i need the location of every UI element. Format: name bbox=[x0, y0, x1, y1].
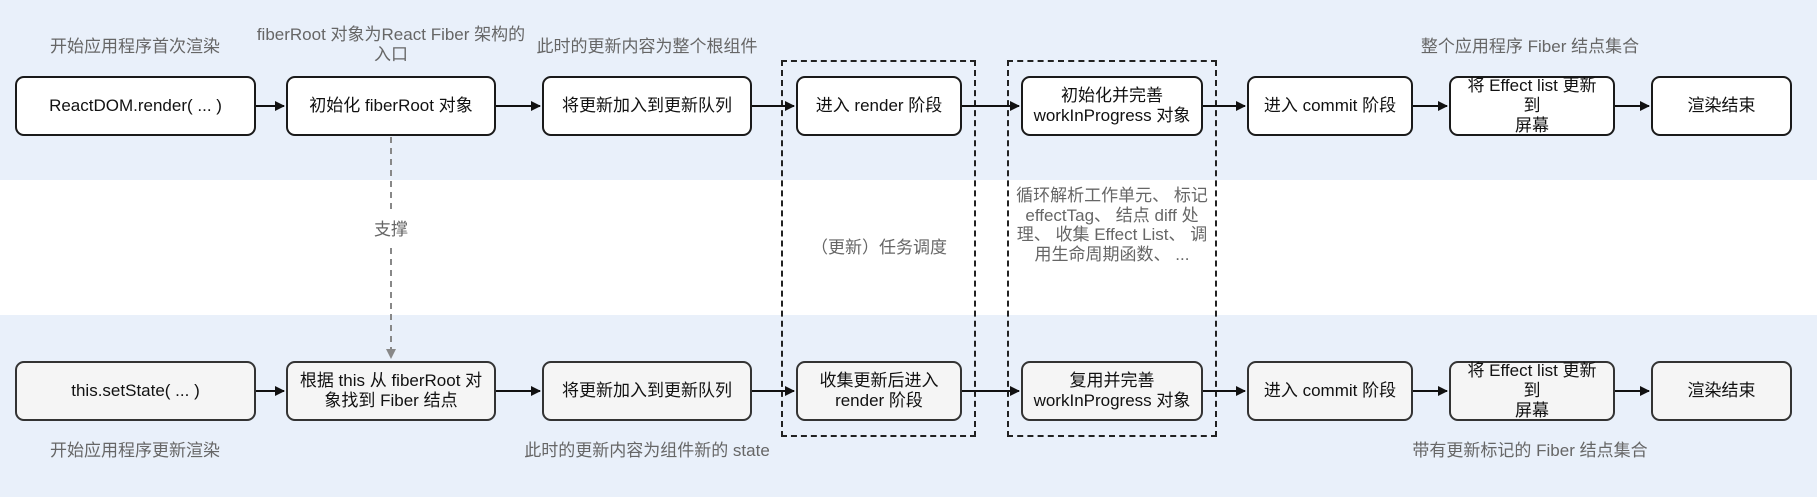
box-label: 收集更新后进入 render 阶段 bbox=[820, 371, 939, 411]
find-fiber-node-box: 根据 this 从 fiberRoot 对 象找到 Fiber 结点 bbox=[286, 361, 496, 421]
enqueue-update-box: 将更新加入到更新队列 bbox=[542, 76, 752, 136]
enter-render-box: 进入 render 阶段 bbox=[796, 76, 962, 136]
enqueue-update-box-bottom: 将更新加入到更新队列 bbox=[542, 361, 752, 421]
box-label: 复用并完善 workInProgress 对象 bbox=[1034, 371, 1191, 411]
caption-update-render: 开始应用程序更新渲染 bbox=[50, 441, 220, 460]
work-loop-line6: ... bbox=[1175, 244, 1190, 264]
box-label: ReactDOM.render( ... ) bbox=[49, 96, 222, 115]
flush-effect-list-box-bottom: 将 Effect list 更新到 屏幕 bbox=[1449, 361, 1615, 421]
render-end-box-bottom: 渲染结束 bbox=[1651, 361, 1792, 421]
setstate-box: this.setState( ... ) bbox=[15, 361, 256, 421]
enter-commit-box-bottom: 进入 commit 阶段 bbox=[1247, 361, 1413, 421]
box-label-line1: 根据 this 从 fiberRoot 对 bbox=[299, 371, 483, 390]
enter-commit-box: 进入 commit 阶段 bbox=[1247, 76, 1413, 136]
work-loop-line1: 循环解析工作单元、 bbox=[1016, 186, 1170, 205]
work-loop-line5: 调用生命周期函数、 bbox=[1034, 225, 1208, 264]
work-loop-line3: 结点 diff 处理、 bbox=[1016, 205, 1199, 245]
box-label-line2: 屏幕 bbox=[1515, 401, 1549, 420]
box-label: 进入 commit 阶段 bbox=[1263, 96, 1397, 115]
flush-effect-list-box: 将 Effect list 更新到 屏幕 bbox=[1449, 76, 1615, 136]
caption-line2: Fiber 架构的入口 bbox=[374, 25, 526, 64]
box-label: 根据 this 从 fiberRoot 对 象找到 Fiber 结点 bbox=[300, 371, 482, 411]
caption-task-scheduling: （更新）任务调度 bbox=[811, 238, 947, 257]
reactdom-render-box: ReactDOM.render( ... ) bbox=[15, 76, 256, 136]
box-label: 将更新加入到更新队列 bbox=[562, 381, 732, 400]
box-label-line1: 初始化并完善 bbox=[1060, 86, 1163, 105]
box-label: 渲染结束 bbox=[1687, 96, 1756, 115]
box-label-line2: 屏幕 bbox=[1515, 116, 1549, 135]
caption-first-render: 开始应用程序首次渲染 bbox=[50, 37, 220, 56]
caption-fiber-set: 整个应用程序 Fiber 结点集合 bbox=[1420, 37, 1640, 56]
box-label: 初始化 fiberRoot 对象 bbox=[309, 96, 473, 115]
collect-updates-render-box: 收集更新后进入 render 阶段 bbox=[796, 361, 962, 421]
box-label: this.setState( ... ) bbox=[71, 381, 200, 400]
init-fiberroot-box: 初始化 fiberRoot 对象 bbox=[286, 76, 496, 136]
box-label: 将更新加入到更新队列 bbox=[562, 96, 732, 115]
caption-line1: fiberRoot 对象为React bbox=[256, 25, 426, 44]
work-loop-line2: 标记 effectTag、 bbox=[1025, 186, 1208, 225]
reuse-workinprogress-box: 复用并完善 workInProgress 对象 bbox=[1021, 361, 1203, 421]
box-label: 初始化并完善 workInProgress 对象 bbox=[1034, 86, 1191, 126]
caption-marked-fiber-set: 带有更新标记的 Fiber 结点集合 bbox=[1412, 441, 1648, 460]
box-label-line1: 收集更新后进入 bbox=[819, 371, 939, 390]
box-label-line2: workInProgress 对象 bbox=[1033, 106, 1191, 125]
box-label-line2: workInProgress 对象 bbox=[1033, 391, 1191, 410]
box-label-line1: 将 Effect list 更新到 bbox=[1467, 76, 1597, 115]
box-label: 进入 render 阶段 bbox=[815, 96, 943, 115]
box-label-line1: 将 Effect list 更新到 bbox=[1467, 361, 1597, 400]
caption-support: 支撑 bbox=[374, 220, 408, 239]
caption-work-loop: 循环解析工作单元、 标记 effectTag、 结点 diff 处理、 收集 E… bbox=[1012, 186, 1212, 264]
work-loop-line4: 收集 Effect List、 bbox=[1055, 225, 1186, 244]
box-label-line1: 复用并完善 bbox=[1069, 371, 1155, 390]
box-label: 渲染结束 bbox=[1687, 381, 1756, 400]
render-phase-group bbox=[781, 60, 976, 437]
caption-fiberroot-entry: fiberRoot 对象为React Fiber 架构的入口 bbox=[255, 25, 527, 65]
box-label: 将 Effect list 更新到 屏幕 bbox=[1459, 76, 1605, 136]
caption-update-root: 此时的更新内容为整个根组件 bbox=[536, 37, 758, 56]
box-label: 进入 commit 阶段 bbox=[1263, 381, 1397, 400]
render-end-box: 渲染结束 bbox=[1651, 76, 1792, 136]
init-workinprogress-box: 初始化并完善 workInProgress 对象 bbox=[1021, 76, 1203, 136]
box-label-line2: render 阶段 bbox=[835, 391, 923, 410]
box-label-line2: 象找到 Fiber 结点 bbox=[324, 391, 458, 410]
caption-update-state: 此时的更新内容为组件新的 state bbox=[524, 441, 770, 460]
box-label: 将 Effect list 更新到 屏幕 bbox=[1459, 361, 1605, 421]
workinprogress-group bbox=[1007, 60, 1217, 437]
